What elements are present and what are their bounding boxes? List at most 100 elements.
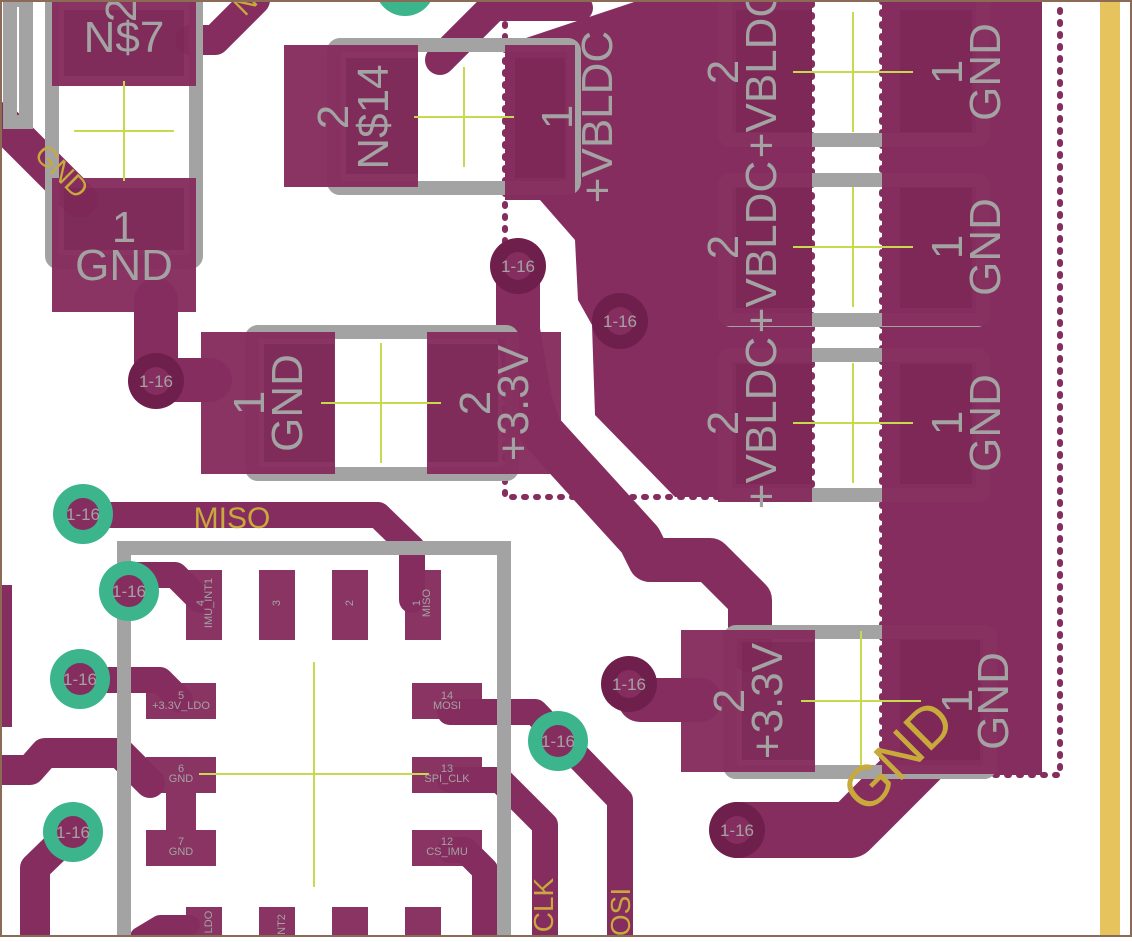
ic-pin14-num: 14 xyxy=(441,690,453,702)
ic-pin5-net: +3.3V_LDO xyxy=(152,700,210,712)
ic-pin12-net: CS_IMU xyxy=(426,846,468,858)
row1-left-num: 2 xyxy=(699,60,748,84)
pad-ic-11[interactable] xyxy=(405,907,441,942)
cap33-pad2-net: +3.3V xyxy=(489,344,538,461)
capb-right-num: 1 xyxy=(933,689,982,713)
ic-pin2-num: 2 xyxy=(344,600,356,606)
ic-pin6-num: 6 xyxy=(178,763,184,775)
row2-left-num: 2 xyxy=(699,235,748,259)
pad-ns14-1[interactable] xyxy=(505,45,575,197)
pad-row1-1[interactable] xyxy=(882,0,990,150)
via-label: 1-16 xyxy=(112,582,146,601)
ic-pin4-num: 4 xyxy=(195,600,207,606)
via-label: 1-16 xyxy=(603,312,637,331)
trace-bottom-ldo xyxy=(130,915,200,942)
via-label: 1-16 xyxy=(139,372,173,391)
pad-row1-2[interactable] xyxy=(718,0,812,150)
via-d[interactable]: 1-16 xyxy=(601,656,657,712)
cap33-pad2-num: 2 xyxy=(451,391,500,415)
pad-capb-1[interactable] xyxy=(882,622,998,774)
pad-ns14-2[interactable] xyxy=(284,45,418,187)
crosshair-ns14 xyxy=(414,67,514,167)
crosshair-capb xyxy=(801,631,921,771)
vias: 1-16 1-16 1-16 1-16 1-16 1-16 1-16 1-16 … xyxy=(43,0,765,862)
pad-ic-3[interactable] xyxy=(259,570,295,640)
via-e[interactable]: 1-16 xyxy=(709,802,765,858)
ic-pin7-net: GND xyxy=(169,846,194,858)
via-label: 1-16 xyxy=(56,823,90,842)
pad-cap33-1[interactable] xyxy=(201,332,335,474)
via-g[interactable]: 1-16 xyxy=(99,561,159,621)
ic-pin4-net: IMU_INT1 xyxy=(203,578,215,628)
via-label: 1-16 xyxy=(66,505,100,524)
silk-left-top xyxy=(3,0,33,129)
pad-ic-12[interactable] xyxy=(412,830,482,866)
inset-ns14-1 xyxy=(515,58,565,178)
pad-ic-2[interactable] xyxy=(332,570,368,640)
row1-right-num: 1 xyxy=(923,60,972,84)
pad-capb-2[interactable] xyxy=(681,630,815,772)
via-c[interactable]: 1-16 xyxy=(128,353,184,409)
ic-pin1-num: 1 xyxy=(411,600,423,606)
ic-pin-labels: 4 IMU_INT1 3 2 1 MISO 5 +3.3V_LDO 6 GND … xyxy=(152,578,470,938)
pad-ic-1[interactable] xyxy=(405,570,441,640)
pour-left-edge xyxy=(0,585,12,727)
crosshair-ic xyxy=(199,662,429,887)
via-i[interactable]: 1-16 xyxy=(528,711,588,771)
crosshair-row3 xyxy=(793,363,913,483)
ns14-pad1-num: 1 xyxy=(533,105,582,129)
pad-ns7-1[interactable] xyxy=(52,178,196,312)
pad-ic-67-link xyxy=(166,793,196,830)
pad-ic-4[interactable] xyxy=(186,570,222,640)
ns7-name: N$7 xyxy=(84,13,165,62)
ns7-pad2-num: 2 xyxy=(97,0,146,22)
pad-ic-14[interactable] xyxy=(412,683,482,719)
pad-ic-10[interactable] xyxy=(332,907,368,942)
via-b[interactable]: 1-16 xyxy=(592,293,648,349)
inset-ns7-2 xyxy=(64,10,184,76)
ic-pin14-net: MOSI xyxy=(433,700,461,712)
crosshair-ns7 xyxy=(74,81,174,181)
pad-ns7-2[interactable] xyxy=(52,0,196,86)
pad-cap33-2[interactable] xyxy=(427,332,561,474)
via-label: 1-16 xyxy=(720,821,754,840)
via-a[interactable]: 1-16 xyxy=(490,238,546,294)
via-h[interactable]: 1-16 xyxy=(50,649,110,709)
net-label-miso: MISO xyxy=(194,502,271,535)
ic-pin1-net: MISO xyxy=(421,589,433,618)
component-crosshairs xyxy=(74,12,921,887)
capb-left-net: +3.3V xyxy=(743,642,792,759)
pad-ic-5[interactable] xyxy=(146,683,216,719)
row2-right-num: 1 xyxy=(923,235,972,259)
ic-pin8-net: LDO xyxy=(203,910,215,933)
via-k-partial[interactable] xyxy=(375,0,435,16)
pad-ic-7[interactable] xyxy=(146,830,216,866)
ic-pin13-num: 13 xyxy=(441,763,453,775)
ic-pin6-net: GND xyxy=(169,773,194,785)
capb-left-num: 2 xyxy=(705,689,754,713)
ic-pin5-num: 5 xyxy=(178,690,184,702)
row2-right-net: GND xyxy=(961,198,1010,296)
via-label: 1-16 xyxy=(541,732,575,751)
ns14-pad1-net: +VBLDC xyxy=(573,31,622,203)
cap33-pad1-num: 1 xyxy=(225,391,274,415)
ns14-pad2-num: 2 xyxy=(309,105,358,129)
net-label-osi: OSI xyxy=(605,888,636,936)
ic-pin7-num: 7 xyxy=(178,836,184,848)
ns14-name: N$14 xyxy=(349,64,398,169)
row3-right-net: GND xyxy=(961,374,1010,472)
via-j[interactable]: 1-16 xyxy=(43,802,103,862)
crosshair-cap33 xyxy=(321,343,441,463)
inset-ns14-2 xyxy=(346,58,418,174)
inset-ns7-1 xyxy=(64,188,184,250)
via-f[interactable]: 1-16 xyxy=(53,484,113,544)
row3-left-net: +VBLDC xyxy=(737,337,786,509)
net-label-clk: CLK xyxy=(528,877,559,932)
board-edge-strip xyxy=(1100,0,1120,937)
ns7-pad1-net: GND xyxy=(75,241,173,290)
row2-left-net: +VBLDC xyxy=(737,161,786,333)
row3-right-num: 1 xyxy=(923,411,972,435)
